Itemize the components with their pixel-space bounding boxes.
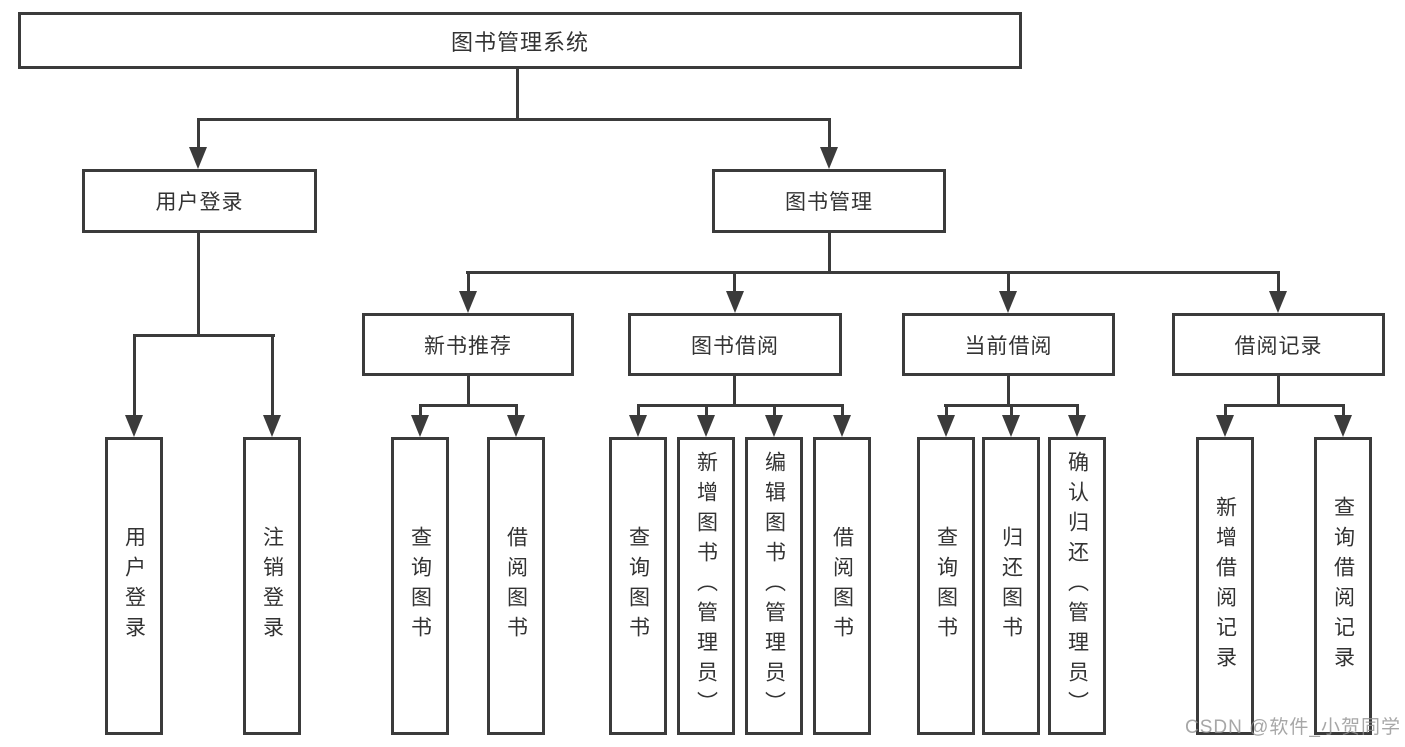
connector-stem-leaf2	[515, 404, 518, 418]
csdn-watermark: CSDN @软件_小贺同学	[1185, 717, 1401, 738]
connector-stem-borrow-records	[1277, 271, 1280, 295]
connector-borrow-records-bus	[1224, 404, 1345, 407]
connector-stem-new-book-recommend	[467, 271, 470, 295]
arrowhead-leaf-user-login	[125, 415, 143, 437]
node-book-management: 图书管理	[712, 169, 946, 233]
arrowhead-leaf-logout	[263, 415, 281, 437]
arrowhead-leaf-edit-books-admin	[765, 415, 783, 437]
node-root-label: 图书管理系统	[450, 29, 589, 55]
node-book-borrow: 图书借阅	[628, 313, 842, 376]
connector-stem-user-login	[197, 118, 200, 150]
arrowhead-leaf-add-borrow-record	[1216, 415, 1234, 437]
connector-book-management-bus	[466, 271, 1280, 274]
connector-stem-leaf7	[945, 404, 948, 418]
connector-stem-leaf-user-login	[133, 334, 136, 418]
leaf-add-books-admin: 新增图书（管理员）	[677, 437, 735, 735]
leaf-logout: 注销登录	[243, 437, 301, 735]
leaf-add-books-admin-label: 新增图书（管理员）	[694, 451, 718, 721]
leaf-query-books-borrow-label: 查询图书	[626, 526, 650, 646]
leaf-return-books: 归还图书	[982, 437, 1040, 735]
leaf-borrow-books-recommend-label: 借阅图书	[504, 526, 528, 646]
arrowhead-leaf-query-books-borrow	[629, 415, 647, 437]
connector-root-stem	[516, 68, 519, 120]
leaf-edit-books-admin-label: 编辑图书（管理员）	[762, 451, 786, 721]
connector-root-bus	[197, 118, 831, 121]
arrowhead-user-login	[189, 147, 207, 169]
connector-borrow-records-stem	[1277, 376, 1280, 407]
node-user-login-label: 用户登录	[155, 191, 244, 214]
connector-stem-leaf11	[1342, 404, 1345, 418]
arrowhead-leaf-borrow-books	[833, 415, 851, 437]
node-current-borrow-label: 当前借阅	[964, 334, 1053, 358]
connector-stem-leaf-logout	[271, 334, 274, 418]
leaf-query-books-recommend-label: 查询图书	[408, 526, 432, 646]
connector-stem-leaf3	[637, 404, 640, 418]
connector-user-login-bus	[133, 334, 275, 337]
node-book-borrow-label: 图书借阅	[691, 334, 779, 358]
arrowhead-current-borrow	[999, 291, 1017, 313]
connector-stem-leaf9	[1076, 404, 1079, 418]
arrowhead-borrow-records	[1269, 291, 1287, 313]
leaf-query-books-recommend: 查询图书	[391, 437, 449, 735]
arrowhead-leaf-query-borrow-record	[1334, 415, 1352, 437]
leaf-query-borrow-record-label: 查询借阅记录	[1331, 496, 1355, 676]
node-book-management-label: 图书管理	[785, 191, 873, 214]
arrowhead-leaf-return-books	[1002, 415, 1020, 437]
connector-stem-leaf6	[841, 404, 844, 418]
arrowhead-leaf-add-books-admin	[697, 415, 715, 437]
connector-current-borrow-stem	[1007, 376, 1010, 407]
leaf-add-borrow-record: 新增借阅记录	[1196, 437, 1254, 735]
node-user-login: 用户登录	[82, 169, 317, 233]
leaf-add-borrow-record-label: 新增借阅记录	[1213, 496, 1237, 676]
node-new-book-recommend: 新书推荐	[362, 313, 574, 376]
arrowhead-book-borrow	[726, 291, 744, 313]
node-borrow-records-label: 借阅记录	[1234, 334, 1323, 358]
connector-book-borrow-bus	[637, 404, 844, 407]
leaf-return-books-label: 归还图书	[999, 526, 1023, 646]
leaf-query-books-borrow: 查询图书	[609, 437, 667, 735]
arrowhead-leaf-confirm-return-admin	[1068, 415, 1086, 437]
node-new-book-recommend-label: 新书推荐	[424, 334, 512, 358]
leaf-logout-label: 注销登录	[260, 526, 284, 646]
node-borrow-records: 借阅记录	[1172, 313, 1385, 376]
arrowhead-new-book-recommend	[459, 291, 477, 313]
connector-stem-current-borrow	[1007, 271, 1010, 295]
leaf-borrow-books: 借阅图书	[813, 437, 871, 735]
leaf-edit-books-admin: 编辑图书（管理员）	[745, 437, 803, 735]
connector-stem-book-borrow	[733, 271, 736, 295]
leaf-confirm-return-admin: 确认归还（管理员）	[1048, 437, 1106, 735]
leaf-user-login-label: 用户登录	[122, 526, 146, 646]
arrowhead-leaf-borrow-books-recommend	[507, 415, 525, 437]
leaf-borrow-books-recommend: 借阅图书	[487, 437, 545, 735]
connector-new-book-recommend-stem	[467, 376, 470, 407]
arrowhead-leaf-query-books-recommend	[411, 415, 429, 437]
connector-user-login-stem	[197, 233, 200, 336]
leaf-confirm-return-admin-label: 确认归还（管理员）	[1065, 451, 1089, 721]
connector-stem-leaf1	[419, 404, 422, 418]
leaf-user-login: 用户登录	[105, 437, 163, 735]
leaf-query-books-current-label: 查询图书	[934, 526, 958, 646]
arrowhead-book-management	[820, 147, 838, 169]
leaf-borrow-books-label: 借阅图书	[830, 526, 854, 646]
connector-stem-leaf5	[773, 404, 776, 418]
arrowhead-leaf-query-books-current	[937, 415, 955, 437]
connector-stem-leaf8	[1010, 404, 1013, 418]
connector-new-book-recommend-bus	[419, 404, 518, 407]
connector-stem-book-management	[828, 118, 831, 150]
leaf-query-books-current: 查询图书	[917, 437, 975, 735]
connector-stem-leaf4	[705, 404, 708, 418]
node-root: 图书管理系统	[18, 12, 1022, 69]
connector-book-borrow-stem	[733, 376, 736, 407]
connector-book-management-stem	[828, 233, 831, 274]
connector-stem-leaf10	[1224, 404, 1227, 418]
node-current-borrow: 当前借阅	[902, 313, 1115, 376]
leaf-query-borrow-record: 查询借阅记录	[1314, 437, 1372, 735]
